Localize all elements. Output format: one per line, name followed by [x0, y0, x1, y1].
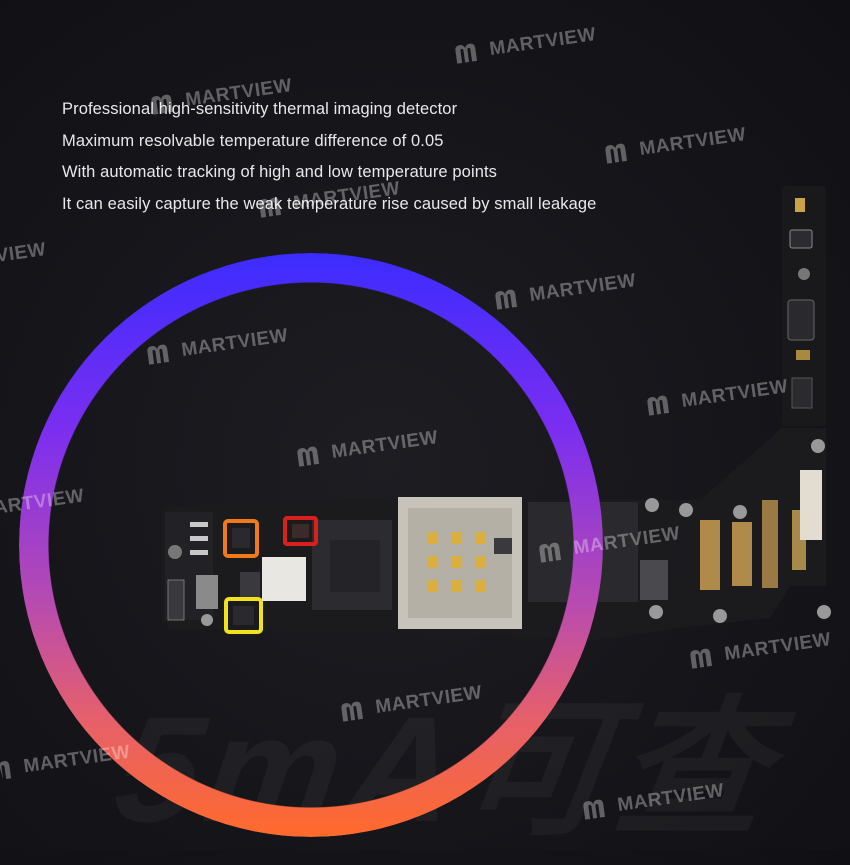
feature-item: Maximum resolvable temperature differenc… [62, 131, 444, 150]
feature-item: With automatic tracking of high and low … [62, 163, 498, 181]
feature-item: It can easily capture the weak temperatu… [62, 194, 597, 213]
feature-item: Professional high-sensitivity thermal im… [62, 100, 458, 118]
feature-list: Professional high-sensitivity thermal im… [62, 94, 596, 220]
thermal-focus-ring [19, 253, 603, 837]
